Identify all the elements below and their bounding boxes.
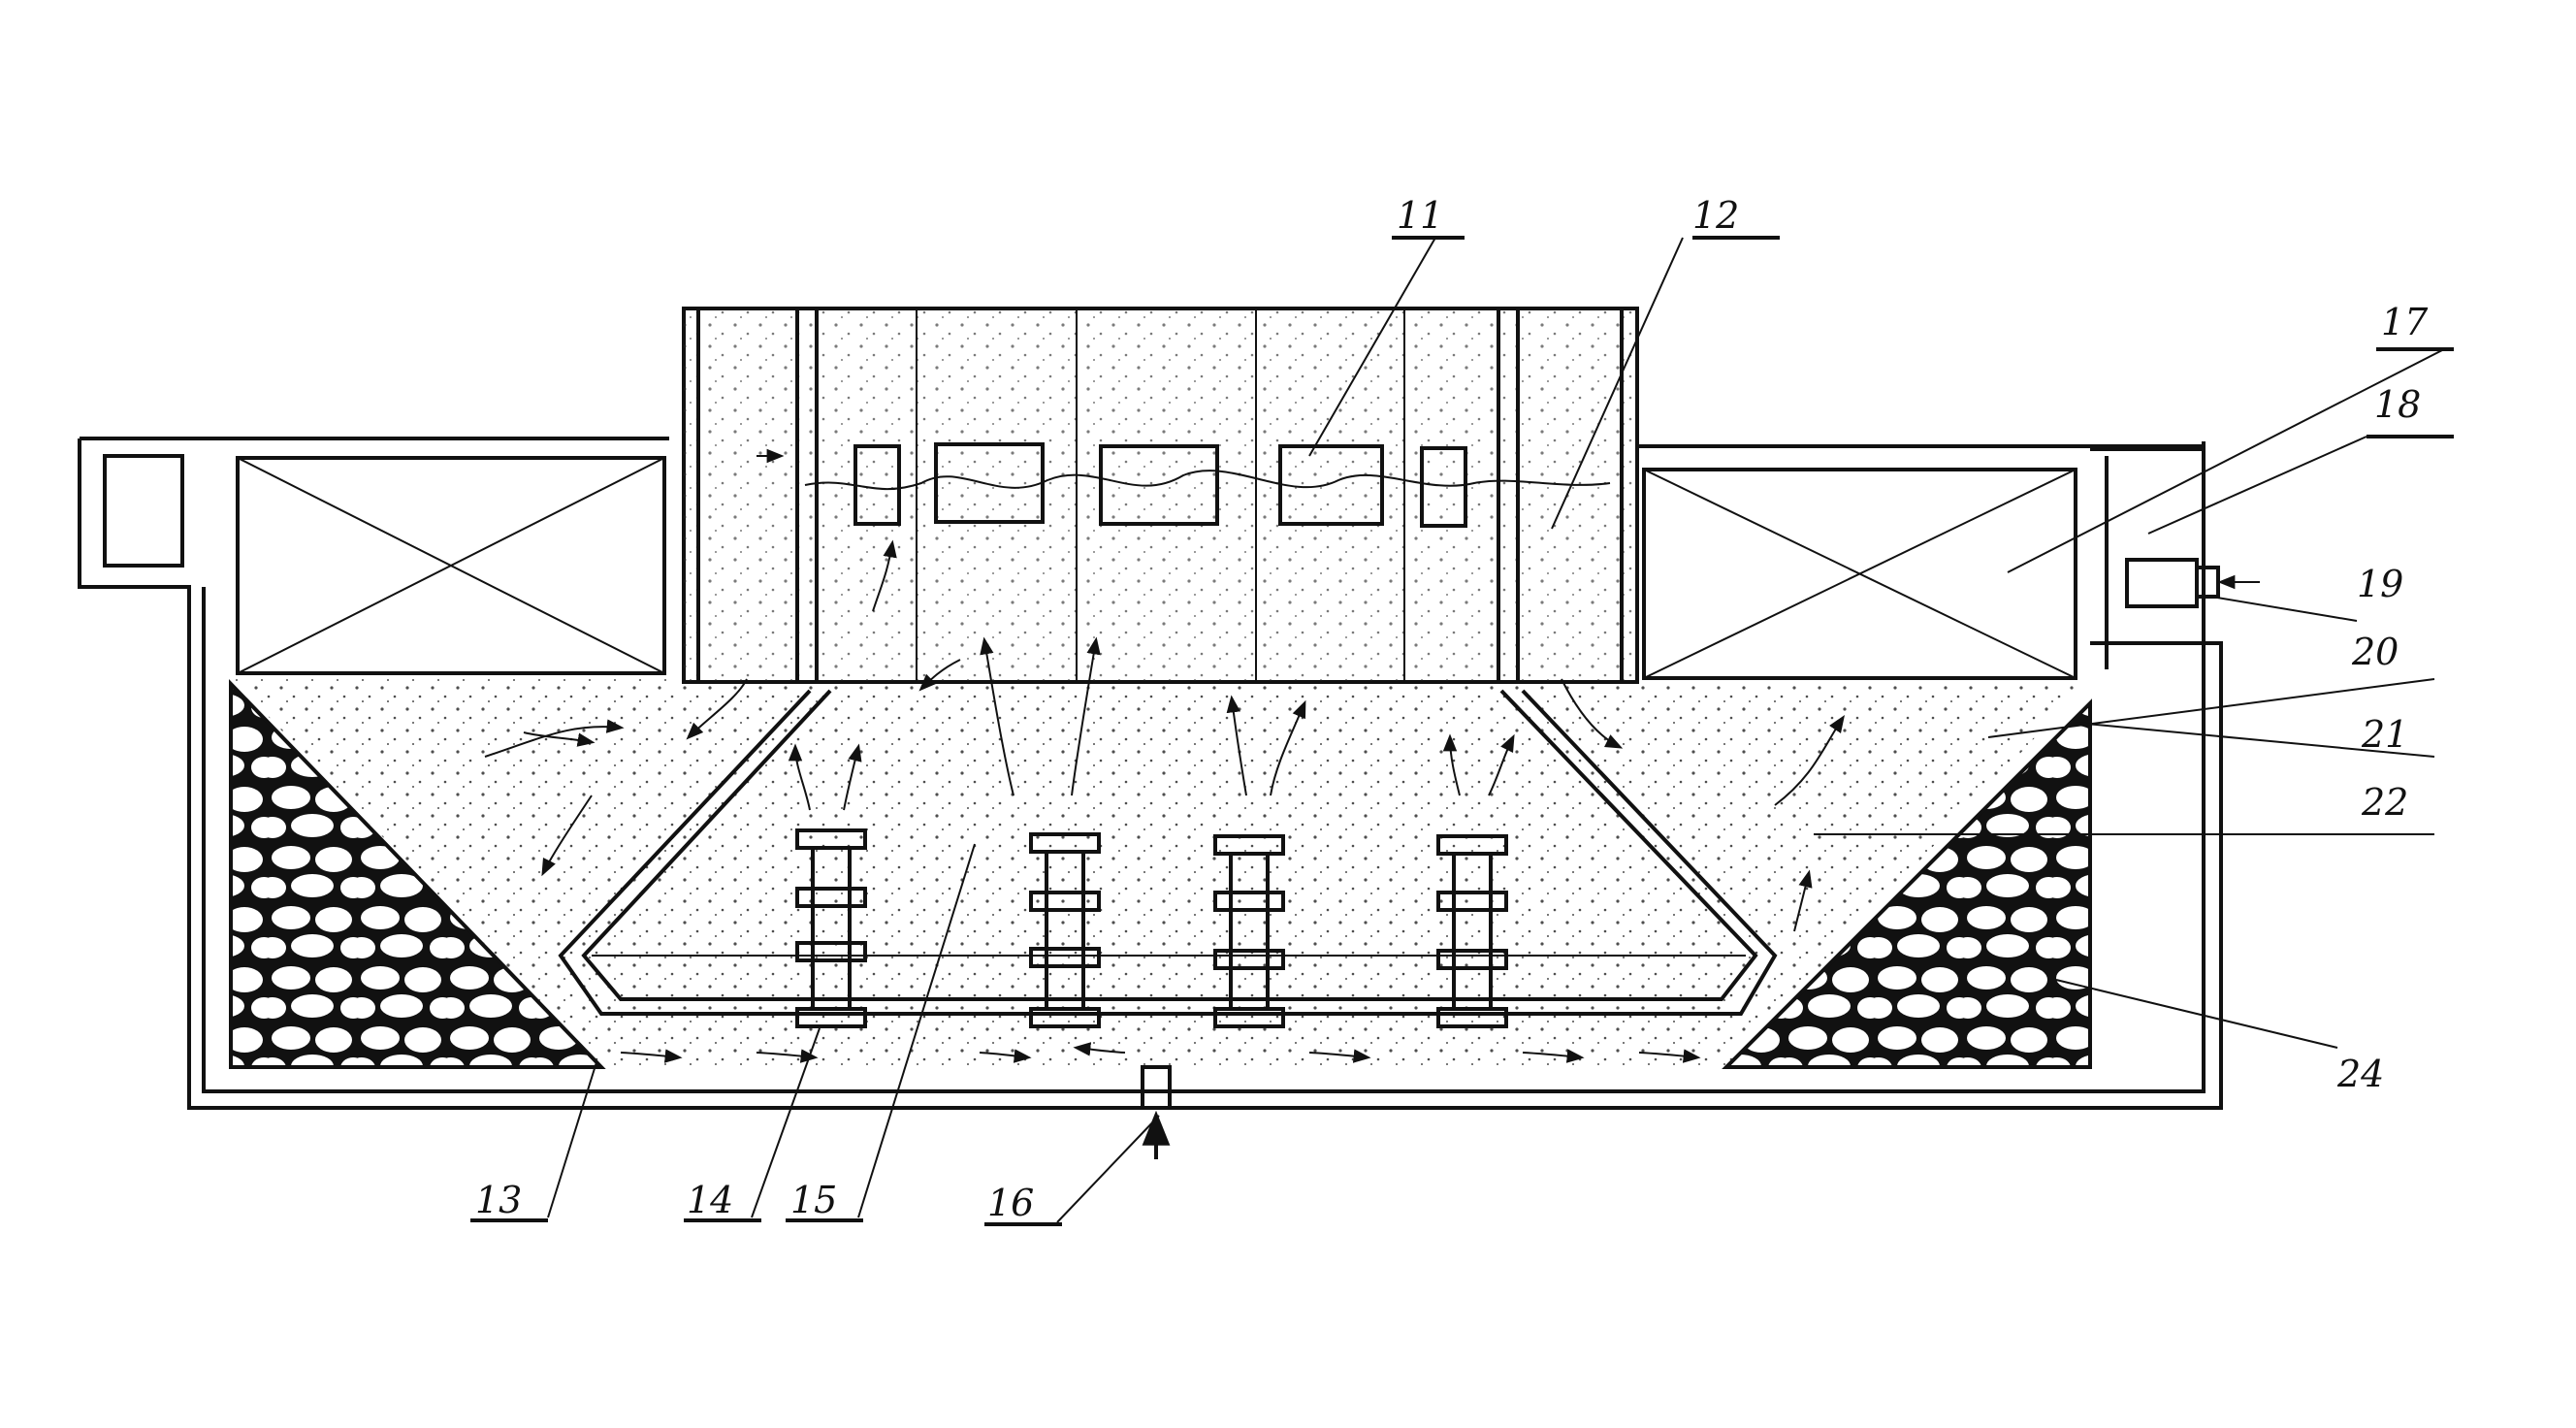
label-24: 24 xyxy=(2336,1053,2384,1095)
label-14: 14 xyxy=(687,1179,733,1221)
right-filter-block xyxy=(1642,468,2077,680)
label-15: 15 xyxy=(790,1179,837,1221)
part-labels: 11 12 17 18 19 20 21 22 24 13 14 15 16 xyxy=(475,194,2429,1224)
hopper xyxy=(558,689,1778,1016)
central-reactor xyxy=(682,307,1639,684)
label-20: 20 xyxy=(2351,631,2399,673)
label-16: 16 xyxy=(987,1182,1034,1224)
settling-zone xyxy=(233,679,2085,1067)
diffuser-1 xyxy=(795,828,867,1028)
label-19: 19 xyxy=(2357,563,2403,605)
diffuser-3 xyxy=(1213,834,1285,1028)
leader-lines xyxy=(470,236,2454,1226)
label-13: 13 xyxy=(475,1179,522,1221)
right-stone-bed xyxy=(1722,698,2092,1069)
label-17: 17 xyxy=(2381,301,2429,343)
diffuser-2 xyxy=(1029,832,1101,1028)
label-22: 22 xyxy=(2361,781,2408,824)
tank-outline xyxy=(78,437,2223,1110)
inlet-pipe xyxy=(1141,1065,1172,1159)
label-12: 12 xyxy=(1692,194,1739,237)
diffuser-4 xyxy=(1436,834,1508,1028)
left-stone-bed xyxy=(229,679,606,1069)
label-18: 18 xyxy=(2374,383,2421,426)
label-11: 11 xyxy=(1397,194,1443,237)
left-filter-block xyxy=(236,456,666,675)
flow-arrows xyxy=(484,448,2260,1063)
label-21: 21 xyxy=(2361,713,2408,756)
